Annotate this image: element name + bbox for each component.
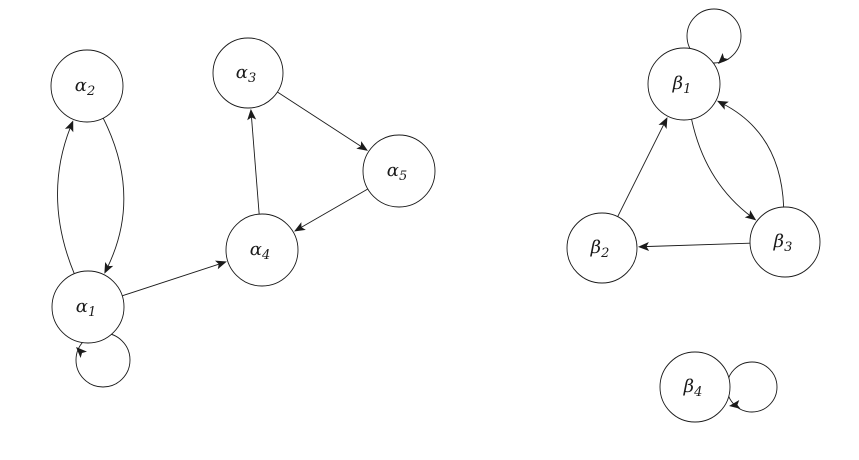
beta-graph-arrows xyxy=(637,53,757,409)
edge-a1-a2 xyxy=(57,125,75,274)
node-label-a3: α3 xyxy=(236,62,256,86)
edge-a4-a3 xyxy=(250,114,260,215)
edge-b3-b1 xyxy=(722,103,785,208)
arrowhead-a1-a2 xyxy=(64,120,74,133)
arrowhead-b1-b3 xyxy=(744,210,757,221)
edge-a2-a1 xyxy=(102,117,125,269)
edge-a5-a4 xyxy=(299,188,369,229)
beta-graph-nodes: β1 β2 β3 β4 xyxy=(566,47,821,423)
node-b2 xyxy=(566,212,638,284)
node-b1 xyxy=(647,47,721,121)
node-label-a1: α1 xyxy=(76,296,96,320)
arrowhead-a4-a3 xyxy=(247,108,257,121)
beta-graph: β1 β2 β3 β4 xyxy=(566,8,821,423)
node-b3 xyxy=(749,206,821,278)
alpha-graph-nodes: α1 α2 α3 α4 α5 xyxy=(50,37,436,344)
node-label-a2: α2 xyxy=(75,75,95,99)
node-a2 xyxy=(50,49,124,123)
node-b4 xyxy=(659,351,731,423)
node-label-b4: β4 xyxy=(683,376,703,400)
arrowhead-a1-a4 xyxy=(214,260,227,270)
arrowhead-a5-a4 xyxy=(294,222,306,232)
node-label-a4: α4 xyxy=(250,239,270,263)
arrowhead-b3-b2 xyxy=(637,241,650,251)
arrowhead-a2-a1 xyxy=(104,261,114,274)
self-loop-b1 xyxy=(686,8,742,64)
alpha-graph-edges xyxy=(57,91,369,388)
node-label-b2: β2 xyxy=(590,237,610,261)
node-label-b3: β3 xyxy=(773,231,793,255)
arrowhead-loop-b1 xyxy=(718,53,729,64)
arrowhead-b3-b1 xyxy=(716,100,729,110)
edge-a3-a5 xyxy=(277,91,364,148)
edge-a1-a4 xyxy=(122,262,222,297)
edge-b1-b3 xyxy=(691,119,752,218)
node-a3 xyxy=(212,37,284,109)
arrowhead-b2-b1 xyxy=(658,117,668,129)
node-a4 xyxy=(225,213,299,287)
arrowhead-a3-a5 xyxy=(356,141,368,151)
arrowhead-loop-a1 xyxy=(76,347,87,358)
alpha-graph-arrows xyxy=(64,108,368,358)
node-a1 xyxy=(51,270,125,344)
node-label-a5: α5 xyxy=(387,160,407,184)
edge-b2-b1 xyxy=(617,122,666,217)
beta-graph-edges xyxy=(617,8,785,413)
node-a5 xyxy=(362,134,436,208)
edge-b3-b2 xyxy=(643,242,751,248)
alpha-graph: α1 α2 α3 α4 α5 xyxy=(50,37,436,388)
node-label-b1: β1 xyxy=(672,73,692,97)
arrowhead-loop-b4 xyxy=(729,400,741,409)
